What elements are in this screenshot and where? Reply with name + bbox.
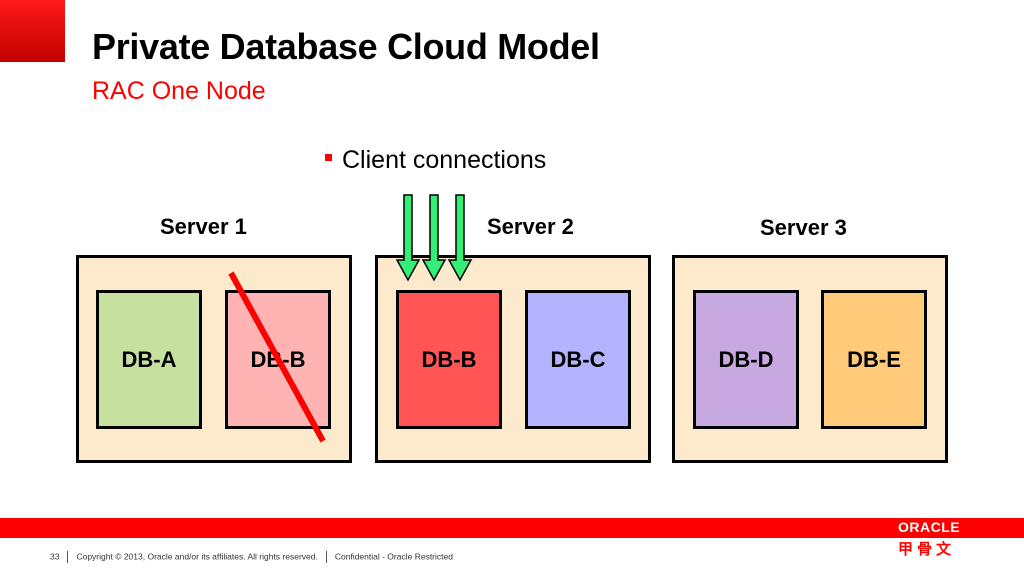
client-connection-arrow-icon	[421, 194, 447, 282]
page-number: 33	[50, 551, 60, 562]
copyright: Copyright © 2013, Oracle and/or its affi…	[76, 551, 318, 562]
db-d-box: DB-D	[693, 290, 799, 429]
db-a-box: DB-A	[96, 290, 202, 429]
bullet-icon	[325, 153, 332, 161]
bullet-text: Client connections	[342, 146, 547, 174]
server-2-label: Server 2	[487, 214, 574, 239]
db-label: DB-B	[421, 346, 477, 372]
db-label: DB-A	[121, 346, 177, 372]
oracle-logo-cjk: 甲骨文	[898, 541, 956, 558]
classification: Confidential - Oracle Restricted	[334, 551, 453, 562]
server-1-label: Server 1	[160, 214, 247, 239]
server-3-label: Server 3	[760, 215, 847, 240]
db-b-box: DB-B	[396, 290, 502, 429]
db-b-failed-box: DB-B	[225, 290, 331, 429]
footer-red-bar	[0, 518, 1024, 538]
db-e-box: DB-E	[821, 290, 927, 429]
footer-divider	[325, 551, 327, 563]
oracle-logo: ORACLE	[898, 519, 961, 535]
corner-accent	[0, 0, 65, 62]
slide-title: Private Database Cloud Model	[92, 26, 600, 67]
db-label: DB-D	[718, 346, 774, 372]
db-label: DB-C	[550, 346, 606, 372]
db-c-box: DB-C	[525, 290, 631, 429]
client-connection-arrow-icon	[447, 194, 473, 282]
footer: 33 Copyright © 2013, Oracle and/or its af…	[50, 551, 453, 563]
slide-subtitle: RAC One Node	[92, 77, 266, 105]
db-label: DB-B	[250, 346, 306, 372]
client-connection-arrow-icon	[395, 194, 421, 282]
footer-divider	[67, 551, 69, 563]
bullet-item: Client connections	[325, 146, 546, 175]
db-label: DB-E	[847, 346, 901, 372]
client-connection-arrows	[395, 194, 473, 282]
